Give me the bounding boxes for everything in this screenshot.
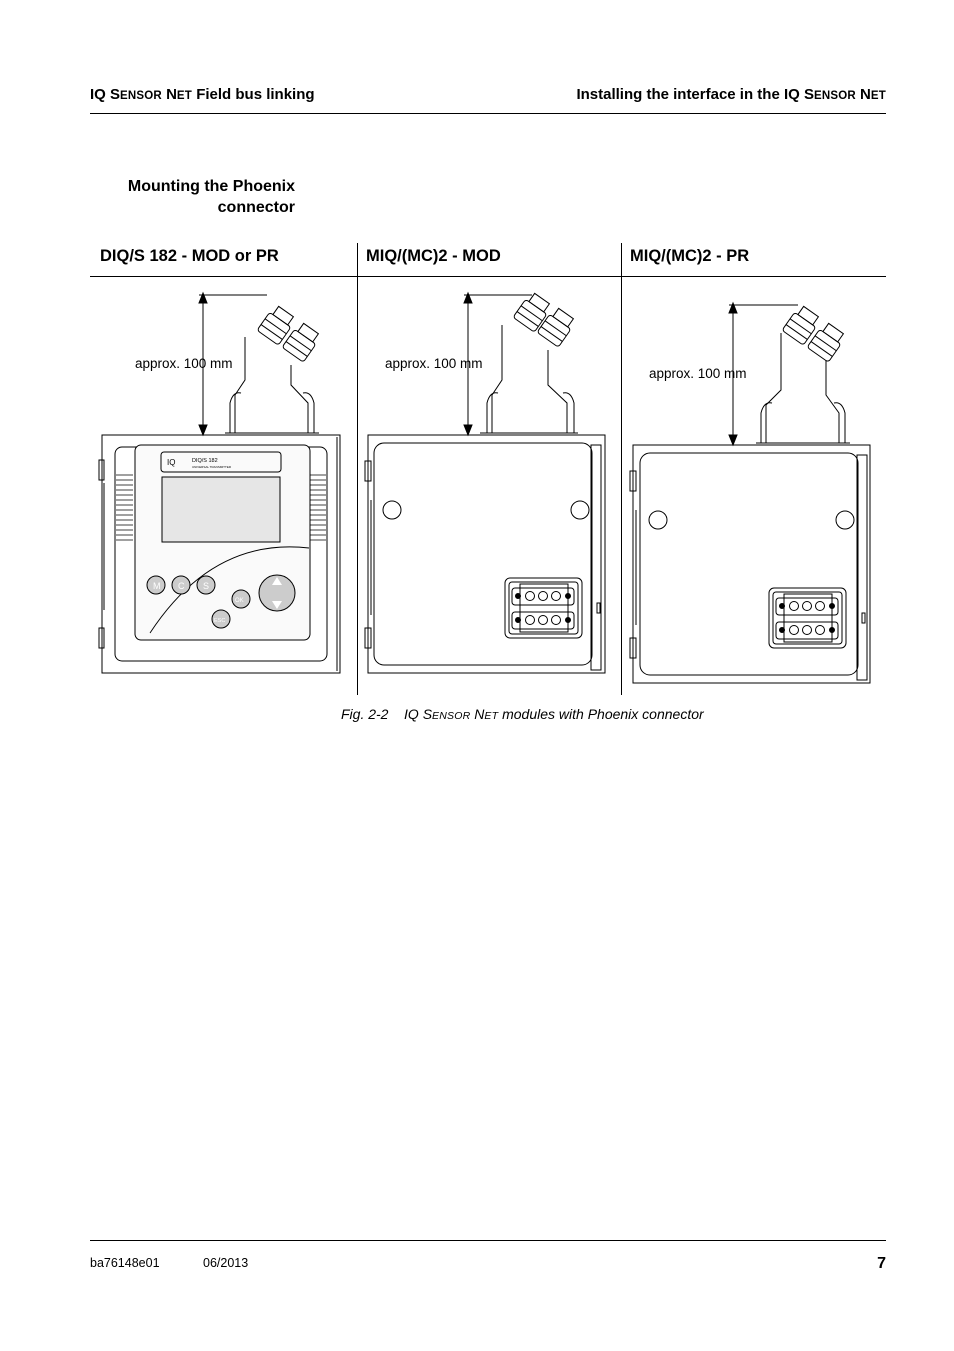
svg-text:C: C [178, 581, 185, 591]
column-divider [357, 243, 358, 695]
arrowhead [728, 301, 738, 314]
running-header-left: IQ SENSOR NET Field bus linking [90, 86, 315, 103]
arrowhead [463, 291, 473, 304]
svg-text:UNIVERSAL TRANSMITTER: UNIVERSAL TRANSMITTER [192, 465, 232, 469]
phoenix-connector [768, 587, 847, 649]
key-s [196, 575, 216, 595]
key-c [171, 575, 191, 595]
cable-gland [807, 322, 845, 362]
dimension-label: approx. 100 mm [385, 356, 483, 371]
cable-gland [282, 322, 320, 362]
column-divider [621, 243, 622, 695]
figure-number: Fig. 2-2 [341, 706, 389, 722]
phoenix-connector [504, 577, 583, 639]
key-m [146, 575, 166, 595]
miq-pr-drawing [629, 301, 871, 684]
cable-gland [537, 307, 575, 347]
display-screen [161, 476, 281, 543]
svg-text:DIQ/S 182: DIQ/S 182 [192, 458, 218, 464]
vent-grille [116, 474, 326, 541]
document-id: ba76148e01 [90, 1256, 160, 1270]
dimension-label: approx. 100 mm [649, 366, 747, 381]
document-date: 06/2013 [203, 1256, 249, 1270]
table-header-rule [90, 276, 886, 277]
figure-caption: Fig. 2-2 IQ SENSOR NET modules with Phoe… [341, 706, 704, 722]
svg-text:OK: OK [235, 598, 244, 604]
cable-gland [513, 292, 551, 332]
svg-text:M: M [153, 581, 161, 591]
arrowhead [728, 434, 738, 447]
page-number: 7 [877, 1255, 886, 1272]
display-brand-logo: IQ [167, 458, 175, 467]
arrowhead [463, 424, 473, 437]
dimension-label: approx. 100 mm [135, 356, 233, 371]
arrowhead [198, 291, 208, 304]
column-title-diq: DIQ/S 182 - MOD or PR [100, 247, 279, 265]
miq-mod-drawing [364, 291, 606, 674]
header-rule [90, 113, 886, 114]
key-esc [211, 609, 231, 629]
cable-gland [257, 305, 295, 345]
footer-rule [90, 1240, 886, 1241]
diq-s182-drawing: IQ DIQ/S 182 UNIVERSAL TRANSMITTER M C S… [98, 291, 341, 674]
arrow-pad [258, 574, 296, 612]
running-header-right: Installing the interface in the IQ SENSO… [576, 86, 886, 103]
section-heading: Mounting the Phoenix connector [127, 178, 295, 216]
svg-text:S: S [203, 581, 209, 591]
arrowhead [198, 424, 208, 437]
key-ok [231, 589, 251, 609]
column-title-miq-pr: MIQ/(MC)2 - PR [630, 247, 750, 265]
svg-text:ESC: ESC [214, 618, 225, 624]
column-title-miq-mod: MIQ/(MC)2 - MOD [366, 247, 501, 265]
cable-gland [782, 305, 820, 345]
